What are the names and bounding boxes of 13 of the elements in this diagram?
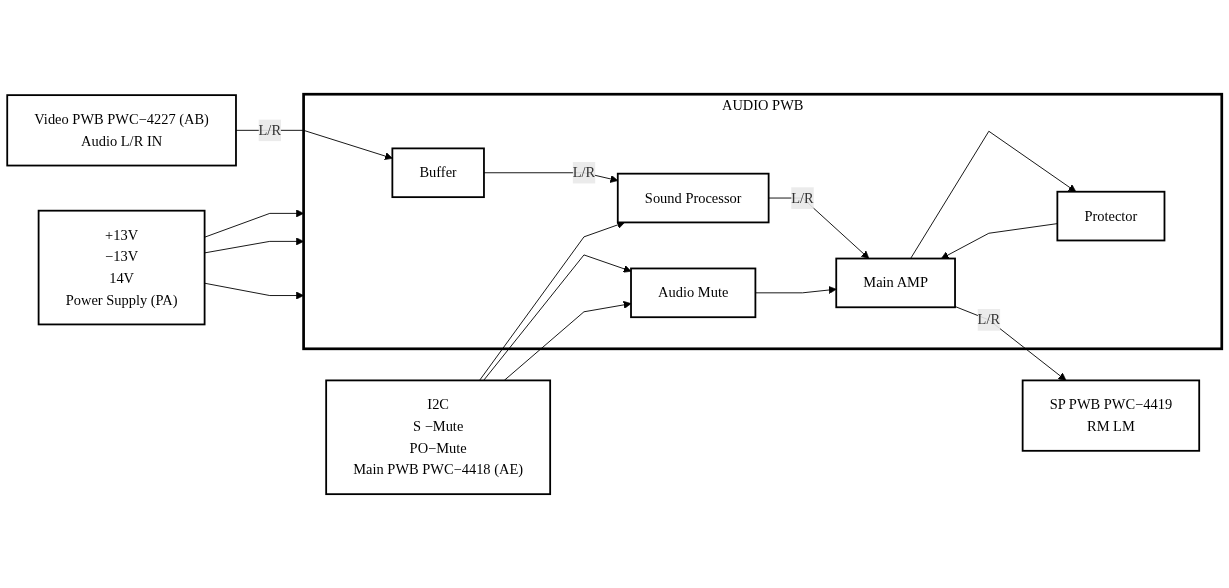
edge-label: L/R bbox=[258, 122, 282, 138]
node-box: Protector bbox=[1056, 190, 1166, 242]
node-box: I2C S −Mute PO−Mute Main PWB PWC−4418 (AE) bbox=[325, 379, 552, 495]
edge-label: L/R bbox=[791, 189, 814, 206]
node-box: Buffer bbox=[391, 147, 485, 198]
node-box: Video PWB PWC−4227 (AB) Audio L/R IN bbox=[6, 94, 237, 167]
edge-label: L/R bbox=[572, 164, 596, 180]
node-box: +13V −13V 14V Power Supply (PA) bbox=[37, 209, 206, 326]
node-box: Sound Processor bbox=[616, 172, 770, 224]
node-box: Audio Mute bbox=[630, 267, 757, 318]
node-box: SP PWB PWC−4419 RM LM bbox=[1021, 379, 1201, 452]
edge-label: L/R bbox=[977, 311, 1001, 327]
node-box: Main AMP bbox=[835, 257, 956, 308]
